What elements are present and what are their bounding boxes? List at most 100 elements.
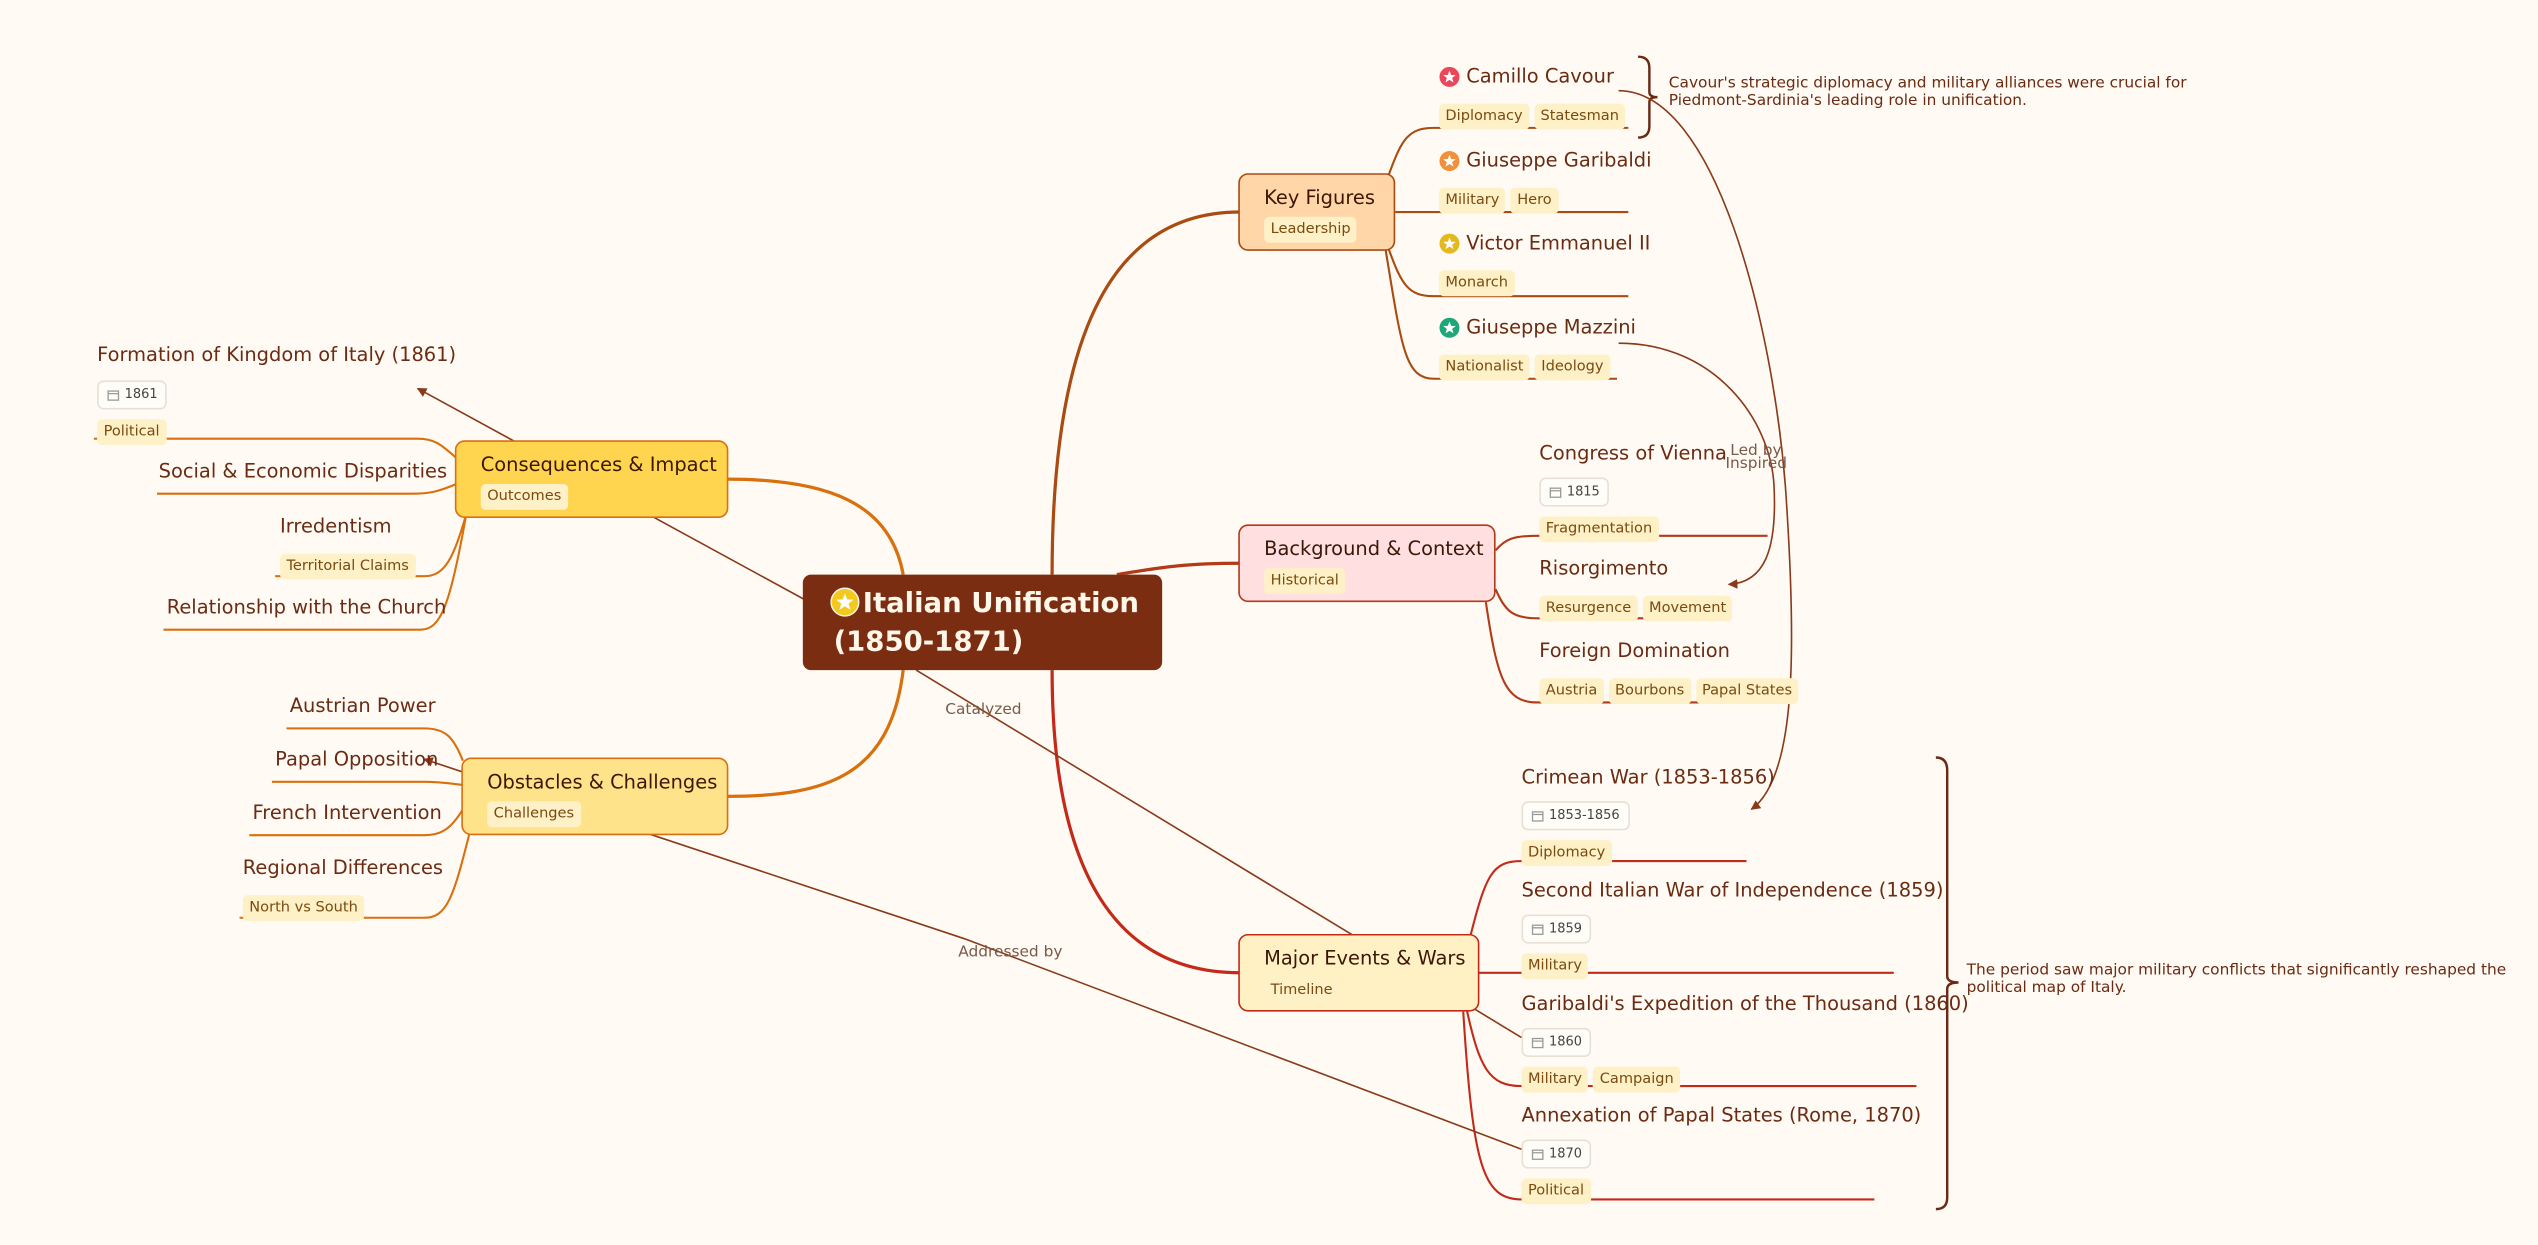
events-annotation: The period saw major military conflicts … xyxy=(1966,961,2507,998)
calendar-icon xyxy=(1531,924,1544,935)
consequence-irredentism[interactable]: Irredentism xyxy=(280,515,392,538)
item-title: Foreign Domination xyxy=(1539,639,1730,663)
tag: Diplomacy xyxy=(1438,103,1530,130)
branch-link-background xyxy=(1116,561,1240,577)
event-annexation-papal-states[interactable]: Annexation of Papal States (Rome, 1870) xyxy=(1522,1104,1922,1127)
root-title: Italian Unification (1850-1871) xyxy=(833,587,1140,659)
calendar-icon xyxy=(1531,811,1544,822)
tag: Timeline xyxy=(1264,977,1340,1004)
item-title: Crimean War (1853-1856) xyxy=(1521,765,1775,789)
tag: Hero xyxy=(1510,187,1559,214)
tag: Historical xyxy=(1264,568,1346,595)
tag: Nationalist xyxy=(1438,354,1530,381)
date-chip: 1853-1856 xyxy=(1521,798,1630,831)
branch-label: Background & Context xyxy=(1264,537,1484,561)
tag: Austria xyxy=(1539,678,1604,705)
item-tags: Territorial Claims xyxy=(280,545,420,580)
calendar-icon xyxy=(1531,1037,1544,1049)
event-crimean-war[interactable]: Crimean War (1853-1856) xyxy=(1522,766,1775,789)
star-icon xyxy=(1439,66,1460,87)
item-title: Papal Opposition xyxy=(275,747,439,771)
branch-consequences[interactable]: Consequences & Impact Outcomes xyxy=(454,440,729,518)
tag: Challenges xyxy=(487,801,581,828)
branch-label: Key Figures xyxy=(1264,186,1375,209)
background-risorgimento[interactable]: Risorgimento xyxy=(1539,557,1668,580)
item-title: Social & Economic Disparities xyxy=(158,459,448,483)
date-label: 1861 xyxy=(124,386,158,402)
date-chip: 1860 xyxy=(1521,1025,1592,1057)
obstacle-regional-differences[interactable]: Regional Differences xyxy=(243,856,443,879)
item-tags: Military xyxy=(1521,945,1594,980)
root-topic[interactable]: Italian Unification (1850-1871) xyxy=(802,574,1163,671)
figure-mazzini[interactable]: Giuseppe Mazzini xyxy=(1439,315,1636,339)
date-label: 1815 xyxy=(1566,483,1600,499)
branch-events[interactable]: Major Events & Wars Timeline xyxy=(1238,933,1480,1012)
figure-cavour[interactable]: Camillo Cavour xyxy=(1439,64,1614,88)
consequence-kingdom-of-italy[interactable]: Formation of Kingdom of Italy (1861) xyxy=(97,343,456,366)
tag: Territorial Claims xyxy=(280,553,416,580)
background-congress-of-vienna[interactable]: Congress of Vienna (1815) xyxy=(1539,442,1727,465)
obstacle-papal-opposition[interactable]: Papal Opposition xyxy=(275,748,438,771)
background-foreign-domination[interactable]: Foreign Domination xyxy=(1539,639,1730,662)
consequence-church-relationship[interactable]: Relationship with the Church xyxy=(167,596,447,619)
figure-name: Giuseppe Garibaldi xyxy=(1466,148,1652,172)
date-chip: 1861 xyxy=(97,377,168,410)
star-icon xyxy=(1439,151,1460,172)
figure-name: Giuseppe Mazzini xyxy=(1466,315,1636,339)
relation-label-addressed-by: Addressed by xyxy=(958,943,1063,962)
star-icon xyxy=(830,587,860,617)
event-expedition-thousand[interactable]: Garibaldi's Expedition of the Thousand (… xyxy=(1522,992,1969,1015)
figure-victor-emmanuel[interactable]: Victor Emmanuel II xyxy=(1439,231,1650,254)
item-tags: Political xyxy=(97,411,171,446)
tag: Military xyxy=(1438,187,1506,214)
tag: Papal States xyxy=(1695,678,1799,705)
item-title: Congress of Vienna (1815) xyxy=(1539,441,1727,465)
branch-link-key-figures xyxy=(1050,210,1240,575)
consequence-disparities[interactable]: Social & Economic Disparities xyxy=(159,460,447,483)
tag: Military xyxy=(1521,1066,1589,1093)
branch-obstacles[interactable]: Obstacles & Challenges Challenges xyxy=(461,757,729,836)
item-title: Austrian Power xyxy=(289,694,436,718)
figure-garibaldi[interactable]: Giuseppe Garibaldi xyxy=(1439,148,1652,172)
item-tags: Diplomacy xyxy=(1521,832,1617,866)
calendar-icon xyxy=(1549,487,1562,498)
events-boundary xyxy=(1935,756,1959,1211)
item-tags: Political xyxy=(1521,1170,1596,1205)
item-title: Risorgimento xyxy=(1539,556,1669,580)
branch-link-obstacles xyxy=(726,669,905,798)
tag: Bourbons xyxy=(1608,678,1691,705)
item-tags: North vs South xyxy=(242,887,369,921)
star-icon xyxy=(1439,317,1460,338)
date-label: 1860 xyxy=(1549,1034,1582,1049)
obstacle-austrian-power[interactable]: Austrian Power xyxy=(290,694,436,717)
branch-label: Major Events & Wars xyxy=(1264,946,1466,970)
event-second-war[interactable]: Second Italian War of Independence (1859… xyxy=(1522,879,1944,902)
tag: Political xyxy=(97,419,167,446)
tag: Statesman xyxy=(1533,103,1626,130)
relation-label-led-by: Led by xyxy=(1730,441,1782,460)
branch-label: Consequences & Impact xyxy=(480,453,717,476)
date-label: 1853-1856 xyxy=(1549,807,1620,823)
date-chip: 1815 xyxy=(1539,474,1610,507)
figure-name: Camillo Cavour xyxy=(1466,64,1614,88)
item-tags: Fragmentation xyxy=(1539,508,1663,543)
branch-key-figures[interactable]: Key Figures Leadership xyxy=(1238,173,1396,251)
star-icon xyxy=(1439,233,1460,254)
branch-link-consequences xyxy=(726,477,905,575)
date-chip: 1870 xyxy=(1521,1136,1592,1169)
tag: Campaign xyxy=(1593,1066,1681,1093)
obstacle-french-intervention[interactable]: French Intervention xyxy=(253,801,442,824)
calendar-icon xyxy=(1531,1149,1544,1160)
item-title: Regional Differences xyxy=(242,856,444,879)
tag: Diplomacy xyxy=(1521,840,1612,866)
tag: Resurgence xyxy=(1539,595,1638,622)
tag: Military xyxy=(1521,953,1589,980)
date-label: 1859 xyxy=(1549,920,1582,936)
branch-background[interactable]: Background & Context Historical xyxy=(1238,524,1496,603)
relation-label-inspired: Inspired xyxy=(1725,454,1787,473)
